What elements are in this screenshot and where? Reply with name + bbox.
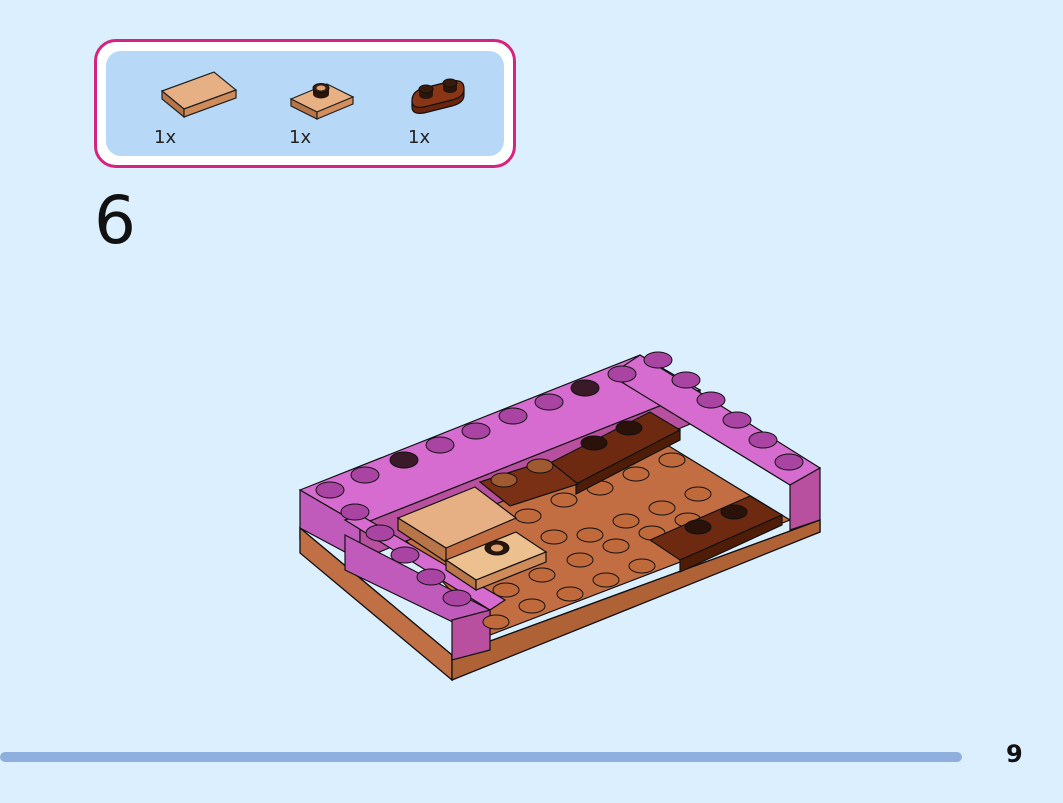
step-number: 6 [94,182,136,259]
part-quantity: 1x [408,127,431,148]
part-tile: 1x [154,51,264,161]
parts-callout: 1x 1x [94,39,516,168]
part-plate: 1x [289,51,399,161]
part-quantity: 1x [154,127,177,148]
plate-1x2-icon [289,83,355,120]
page-number: 9 [1006,740,1023,768]
plate-rounded-icon [411,78,465,114]
parts-list: 1x 1x [106,51,504,156]
build-illustration [298,351,822,682]
part-quantity: 1x [289,127,312,148]
part-rounded-plate: 1x [408,51,518,161]
tile-2x2-icon [160,71,238,119]
progress-bar [0,752,962,762]
